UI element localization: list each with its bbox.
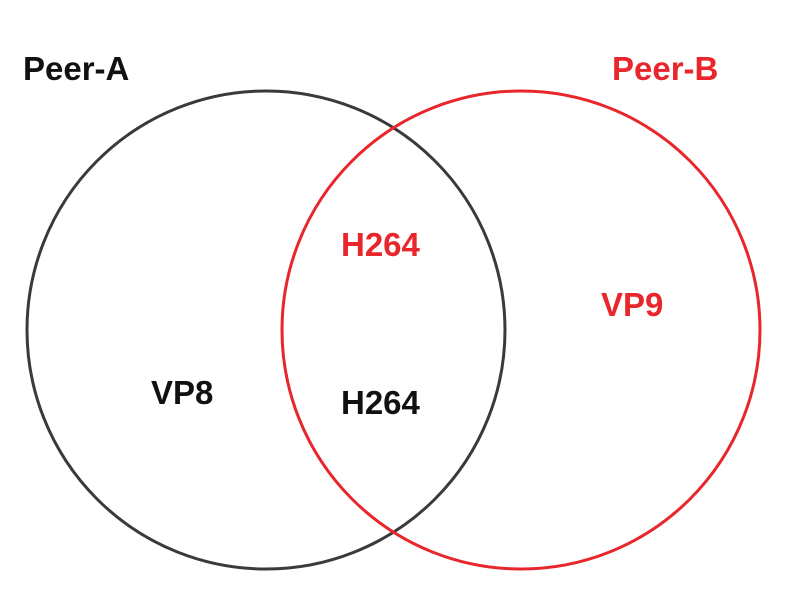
peer-a-label: Peer-A: [23, 50, 129, 87]
overlap-codec-peer-b: H264: [341, 226, 421, 263]
peer-b-circle: [280, 89, 762, 571]
peer-a-circle: [25, 89, 507, 571]
peer-a-only-codec: VP8: [151, 374, 213, 411]
overlap-codec-peer-a: H264: [341, 384, 421, 421]
peer-b-only-codec: VP9: [601, 286, 663, 323]
peer-b-label: Peer-B: [612, 50, 718, 87]
